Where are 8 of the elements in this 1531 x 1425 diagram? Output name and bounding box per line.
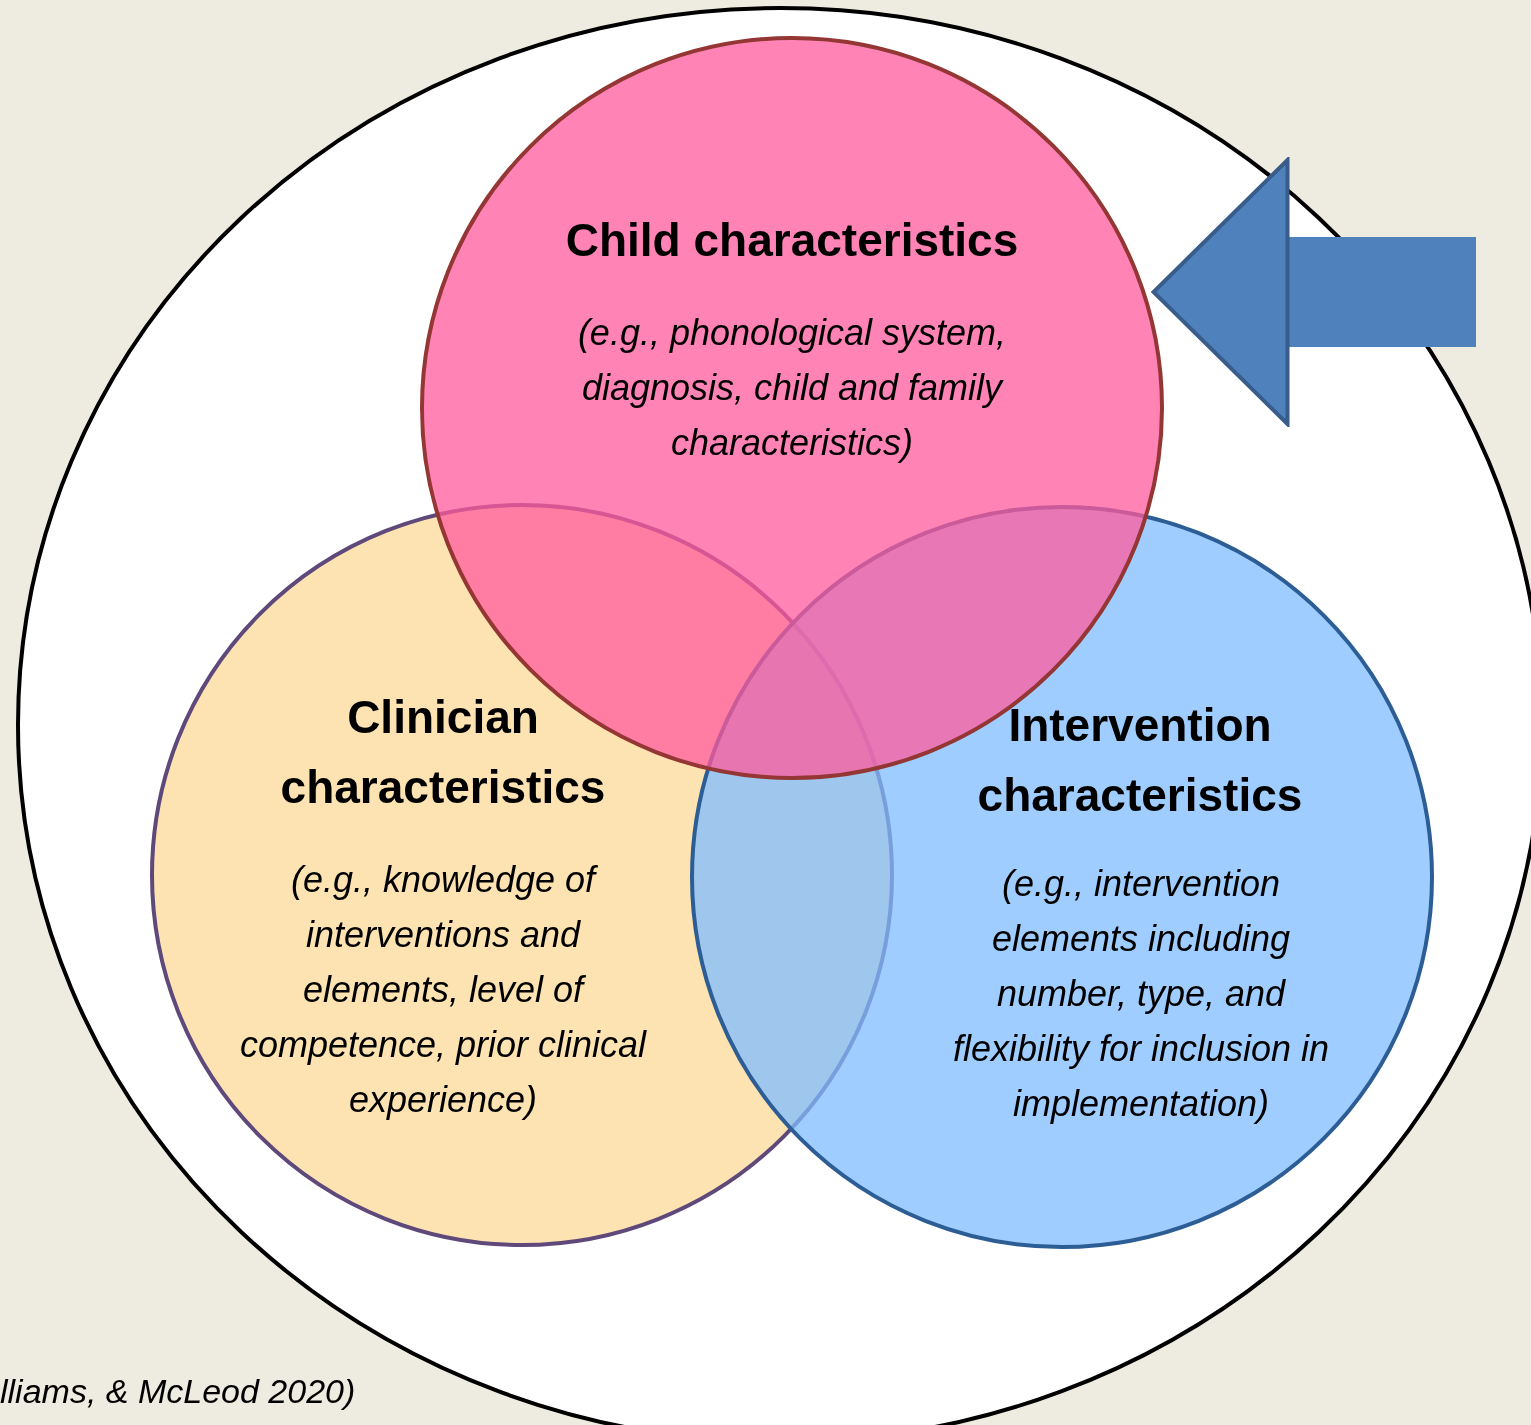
block-arrow xyxy=(1151,158,1476,426)
citation-text: lliams, & McLeod 2020) xyxy=(0,1372,356,1411)
circle-heading: Clinician characteristics xyxy=(279,690,607,815)
circle-heading: Child characteristics xyxy=(564,213,1020,268)
circle-heading: Intervention characteristics xyxy=(976,698,1304,823)
example-text: (e.g., intervention elements including number, type, and flexibility for inclusion in implementation) xyxy=(951,862,1331,1126)
example-text: (e.g., knowledge of interventions and elements, level of competence, prior clinical experience) xyxy=(238,858,648,1122)
example-text: (e.g., phonological system, diagnosis, child and family characteristics) xyxy=(576,311,1008,465)
